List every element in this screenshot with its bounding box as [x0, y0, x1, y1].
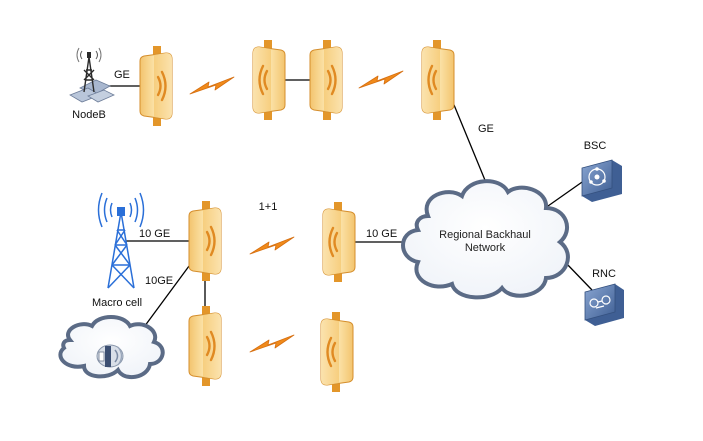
- odu-protect-left: [187, 304, 223, 388]
- small-cell-10ge-label: 10GE: [145, 275, 174, 287]
- small-cell-cloud: [58, 315, 165, 380]
- bsc-icon: [581, 159, 622, 202]
- regional-backhaul-cloud: [401, 179, 570, 300]
- nodeb-label: NodeB: [72, 109, 106, 121]
- rnc-icon: [584, 283, 624, 326]
- macro-cell-tower-icon: [97, 192, 145, 289]
- backhaul-network-label: Regional Backhaul Network: [439, 229, 531, 255]
- odu-top-1: [138, 44, 174, 128]
- nodeb-ge-label: GE: [114, 69, 130, 81]
- rnc-label: RNC: [592, 268, 616, 280]
- odu-protect-right: [321, 312, 353, 392]
- bsc-label: BSC: [583, 140, 607, 152]
- odu-top-4: [422, 40, 454, 120]
- cloud-10ge-label: 10 GE: [366, 228, 398, 240]
- link-odu-cloud-ge: [451, 99, 488, 186]
- backhaul-label-line2: Network: [464, 242, 506, 254]
- odu-main-left: [187, 199, 223, 283]
- links: [108, 79, 593, 343]
- macro-cell-label: Macro cell: [91, 297, 143, 309]
- odu-main-right: [323, 202, 355, 282]
- macro-10ge-label: 10 GE: [139, 228, 171, 240]
- odu-top-2: [253, 40, 285, 120]
- backhaul-label-line1: Regional Backhaul: [439, 229, 531, 241]
- link-cloud-bsc: [547, 179, 586, 207]
- protection-label: 1+1: [258, 201, 278, 213]
- radio-link-protect: [249, 334, 295, 353]
- radio-link-top-2: [358, 70, 404, 89]
- small-cell-icon: [96, 344, 124, 368]
- radio-link-main: [249, 236, 295, 255]
- radio-link-top-1: [189, 76, 235, 95]
- link-cloud-rnc: [564, 261, 593, 291]
- uplink-ge-label: GE: [478, 123, 494, 135]
- nodeb-tower-icon: [69, 47, 115, 103]
- odu-top-3: [308, 38, 344, 122]
